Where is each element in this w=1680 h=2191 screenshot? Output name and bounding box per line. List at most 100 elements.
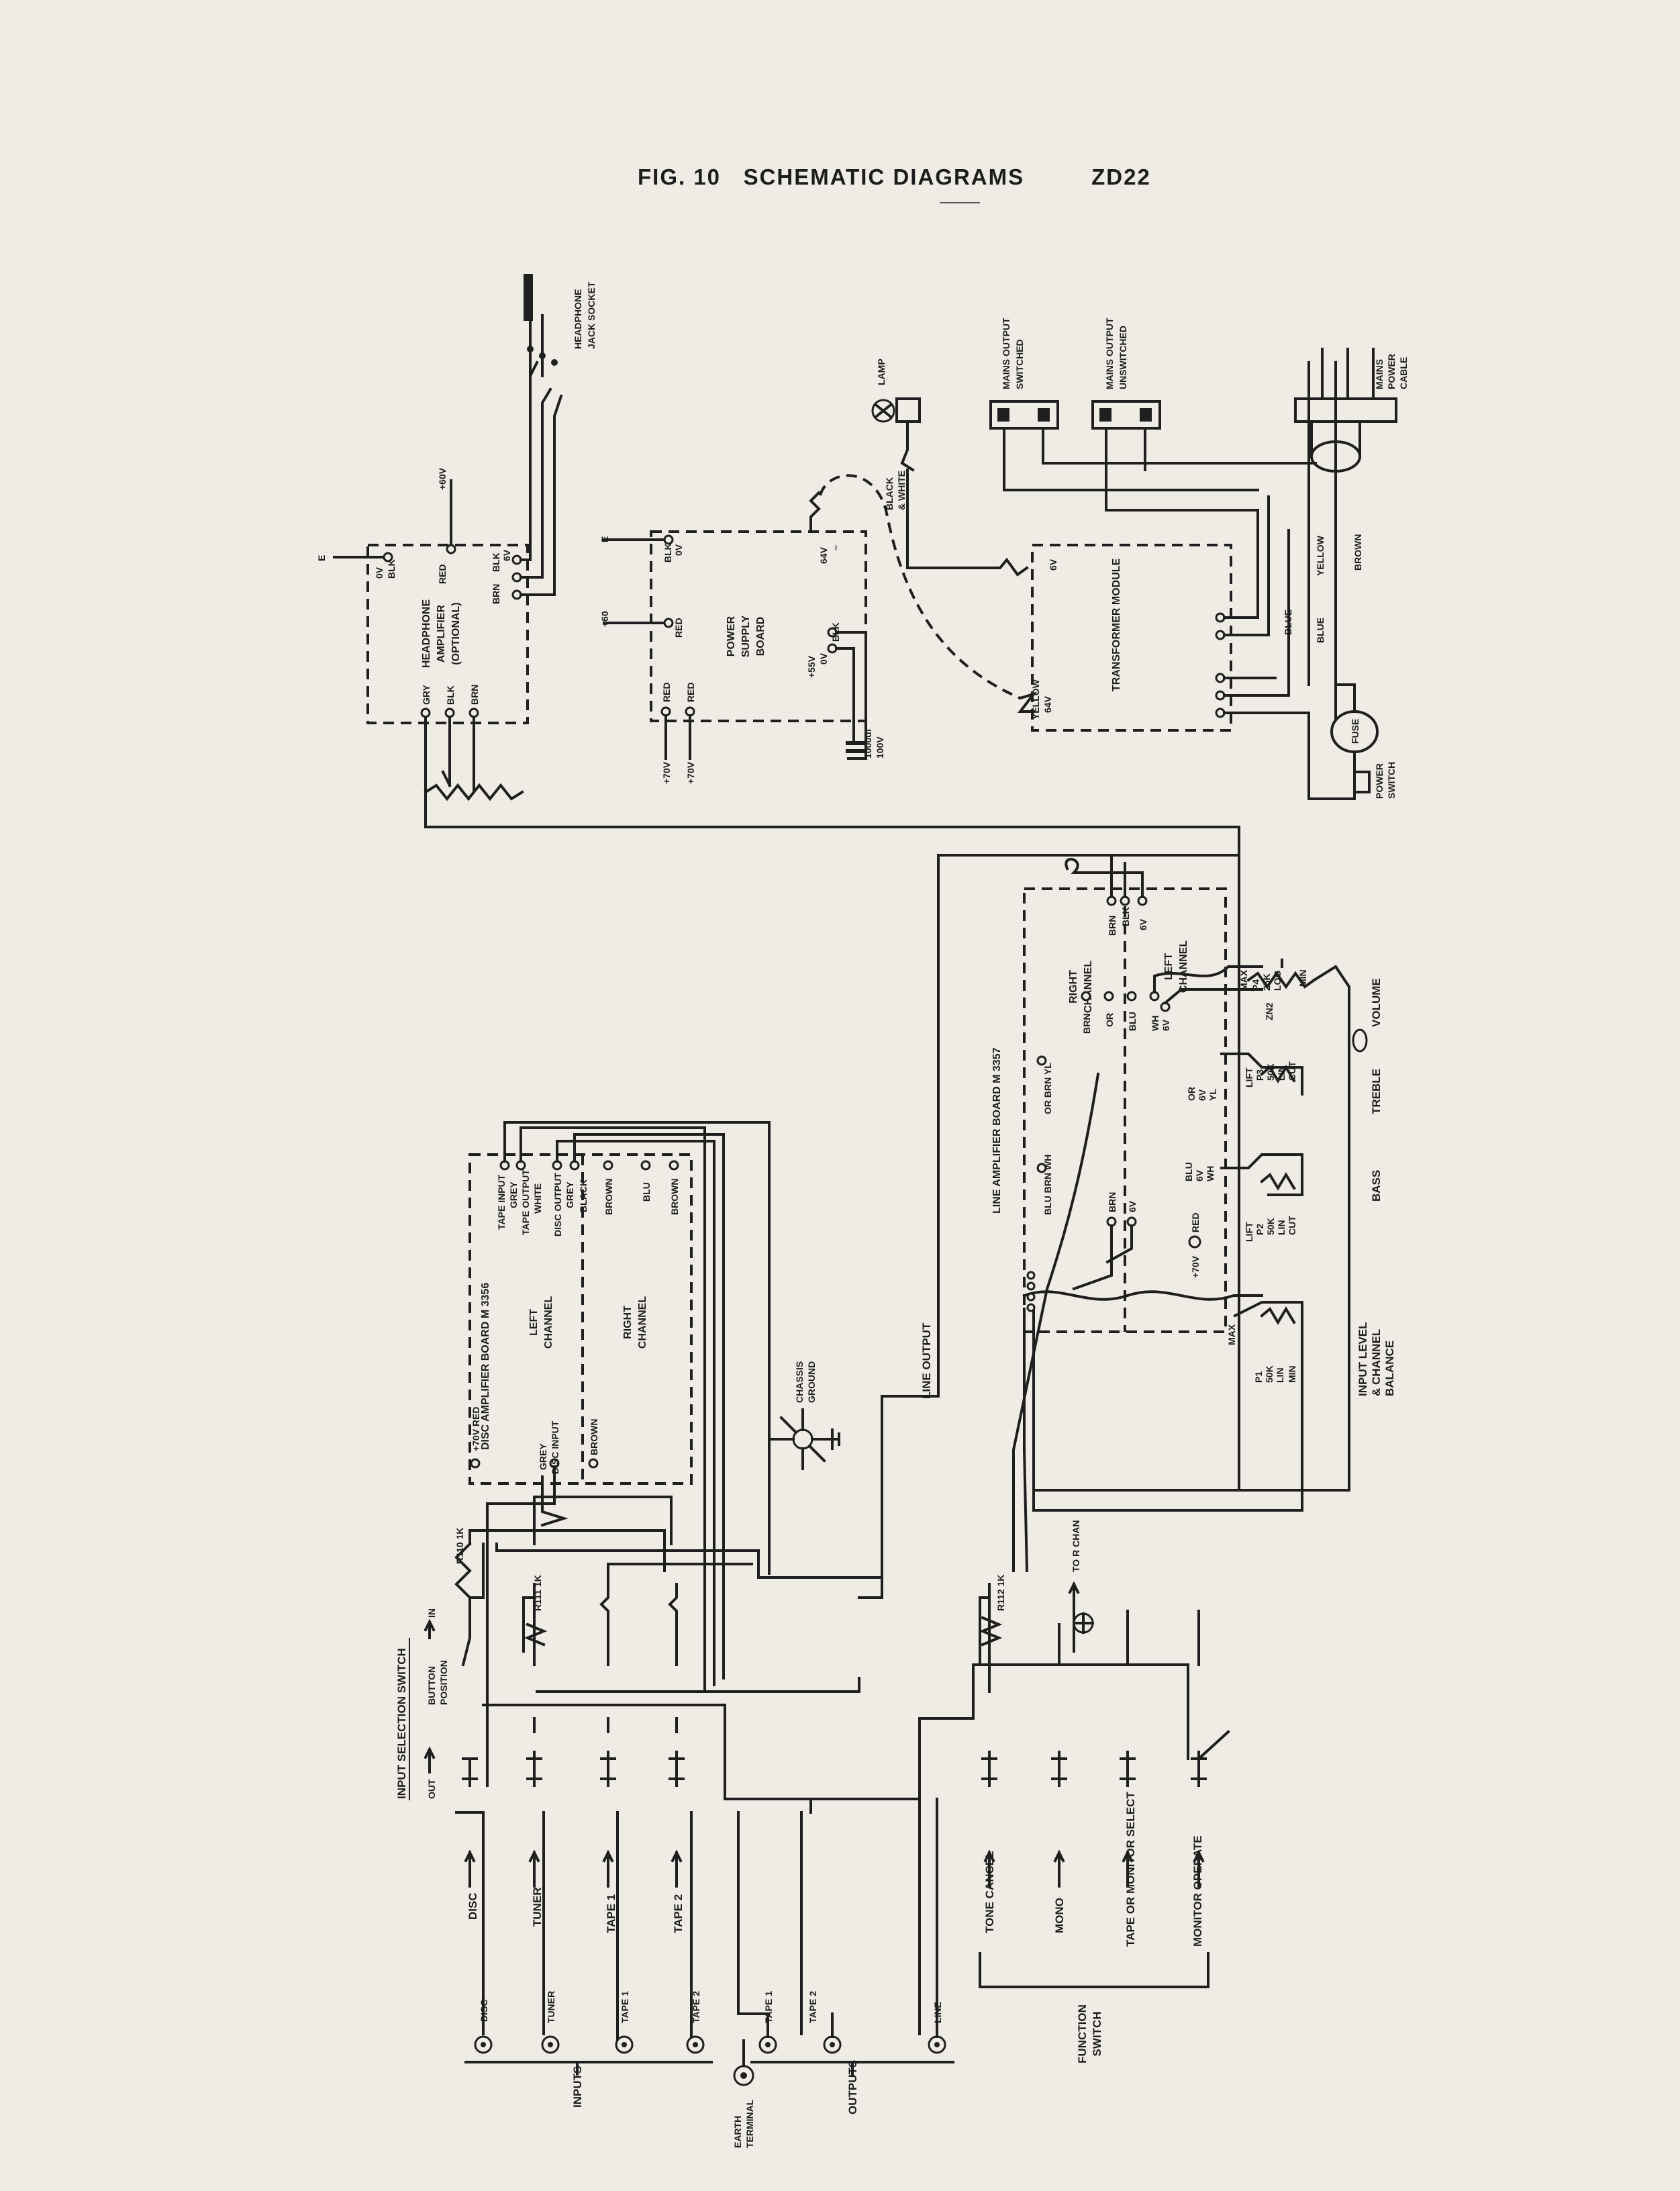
disc-pin-brown-2: BROWN [669, 1179, 680, 1215]
bass-wire-blu: BLU [1183, 1162, 1194, 1181]
power-supply-board [650, 530, 867, 722]
function-pos-mono: MONO [1053, 1898, 1066, 1933]
pin-red [446, 544, 456, 554]
function-pos-tape-monitor: TAPE OR MONITOR SELECT [1124, 1792, 1137, 1947]
treble-wire-or: OR [1186, 1087, 1197, 1101]
disc-pin-white: WHITE [532, 1183, 543, 1214]
pin-0v [383, 552, 393, 563]
inputs-group-label: INPUTS [571, 2066, 584, 2108]
capacitor-plate-1 [846, 741, 864, 745]
line-pin-70v: +70V [1190, 1255, 1201, 1278]
mains-unswitched-socket [1091, 400, 1161, 430]
socket-label-disc: DISC [479, 2000, 489, 2022]
line-output-label: LINE OUTPUT [920, 1322, 933, 1399]
mains-cable-clamp [1294, 397, 1397, 423]
bass-50k: 50K [1265, 1218, 1276, 1235]
wire-brown: BROWN [1352, 534, 1363, 571]
disc-amp-title: DISC AMPLIFIER BOARD M 3356 [480, 1283, 491, 1450]
disc-pin-grey-b: GREY [538, 1443, 548, 1470]
line-left-channel-1: LEFT [1163, 953, 1175, 980]
volume-min: MIN [1297, 969, 1308, 987]
line-pin-6v-b: 6V [1127, 1200, 1138, 1212]
switch-out-label: OUT [426, 1779, 437, 1799]
chassis-label-2: GROUND [806, 1361, 817, 1403]
headphone-jack [524, 274, 533, 321]
chassis-ground: CHASSIS GROUND [771, 1361, 840, 1470]
line-pin-wh-m: WH [1150, 1016, 1160, 1031]
pin-label-brn-r: BRN [491, 584, 501, 604]
line-pin-6v-m: 6V [1160, 1019, 1171, 1031]
capacitor-plate-2 [846, 749, 864, 753]
earth-terminal-label-1: EARTH [732, 2116, 743, 2148]
disc-left-channel-2: CHANNEL [543, 1296, 554, 1349]
disc-right-channel-1: RIGHT [622, 1306, 634, 1339]
switch-button-label-2: POSITION [438, 1660, 449, 1705]
figure-number: FIG. 10 [638, 164, 722, 189]
psu-rail-70-1: +70V [661, 761, 672, 784]
disc-pin-grey: GREY [508, 1181, 519, 1208]
sockets-section: DISC TUNER TAPE 1 TAPE 2 TAPE 1 TAPE 2 L… [464, 1798, 954, 2148]
psu-rail-70-2: +70V [685, 761, 696, 784]
headphone-amp-label-1: HEADPHONE [421, 599, 432, 669]
psu-earth-label: E [599, 536, 610, 542]
mains-switched-socket [989, 400, 1059, 430]
treble-wire-yl: YL [1207, 1089, 1218, 1101]
volume-max: MAX [1238, 969, 1249, 991]
line-right-channel-2: CHANNEL [1083, 961, 1094, 1013]
function-switch-contacts [979, 1583, 1230, 1787]
psu-pin-red-3: RED [685, 682, 696, 702]
input-switch-section: INPUT SELECTION SWITCH OUT BUTTON POSITI… [395, 1496, 1189, 2042]
psu-pin-red-2: RED [661, 682, 672, 702]
volume-label: VOLUME [1370, 978, 1383, 1027]
ac-in-tilde: ~ [830, 545, 841, 550]
disc-pin-70v-red: +70V RED [471, 1406, 481, 1451]
lamp-wire-label-2: & WHITE [896, 471, 907, 510]
pin-label-brn-b: BRN [469, 685, 480, 705]
bass-p2: P2 [1254, 1224, 1265, 1235]
transformer-section: LAMP BLACK & WHITE TRANSFORMER MODULE 6V… [819, 358, 1363, 732]
fuse-label: FUSE [1350, 719, 1361, 744]
volume-log: LOG [1272, 971, 1283, 991]
r112-label: R112 1K [995, 1575, 1006, 1611]
wire-blue-2: BLUE [1283, 610, 1293, 635]
balance-max: MAX [1226, 1324, 1237, 1345]
disc-amp-board [468, 1153, 693, 1485]
balance-lin: LIN [1275, 1367, 1285, 1383]
input-pos-disc: DISC [466, 1892, 479, 1920]
disc-pin-tape-output: TAPE OUTPUT [520, 1169, 531, 1235]
mains-switched-label-2: SWITCHED [1014, 339, 1025, 389]
bass-pot [1220, 1153, 1303, 1196]
pin-label-60v: +60V [437, 467, 448, 490]
capacitor-value: 1000uf [862, 728, 873, 759]
line-pin-brn-m: BRN [1081, 1014, 1092, 1034]
chassis-label-1: CHASSIS [794, 1361, 805, 1403]
line-pin-brn-b: BRN [1107, 1192, 1118, 1212]
switch-in-label: IN [426, 1608, 437, 1618]
balance-label-3: BALANCE [1383, 1341, 1396, 1396]
pin-label-6v: 6V [501, 549, 512, 561]
switch-button-label-1: BUTTON [426, 1666, 437, 1705]
bass-label: BASS [1370, 1170, 1383, 1202]
transformer-module [1031, 544, 1232, 732]
to-r-chan-label: TO R CHAN [1071, 1520, 1081, 1572]
power-switch-label-1: POWER [1374, 763, 1385, 799]
headphone-section: HEADPHONE AMPLIFIER (OPTIONAL) E 0V BLK … [316, 274, 1240, 968]
treble-lin: LIN [1276, 1065, 1287, 1081]
input-switch-contacts [454, 1542, 685, 1814]
treble-p3: P3 [1254, 1069, 1265, 1081]
line-amp-section: LINE AMPLIFIER BOARD M 3357 RIGHT CHANNE… [991, 855, 1303, 1573]
lamp-label: LAMP [876, 358, 887, 385]
pin-label-0v: 0V [374, 567, 385, 579]
bass-lift: LIFT [1244, 1222, 1254, 1242]
socket-label-tuner: TUNER [546, 1991, 556, 2023]
line-pins-or-brn-yl: OR BRN YL [1042, 1063, 1053, 1114]
line-pin-blk: BLK [1120, 907, 1131, 926]
wire-blue-1: BLUE [1315, 618, 1326, 643]
psu-label-2: SUPPLY [740, 615, 752, 657]
transformer-label: TRANSFORMER MODULE [1111, 558, 1122, 691]
cap-pin-55v: +55V [806, 655, 817, 678]
lamp-wire-label-1: BLACK [884, 477, 895, 510]
input-switch-title: INPUT SELECTION SWITCH [395, 1648, 408, 1799]
disc-pin-black: BLACK [578, 1179, 589, 1212]
